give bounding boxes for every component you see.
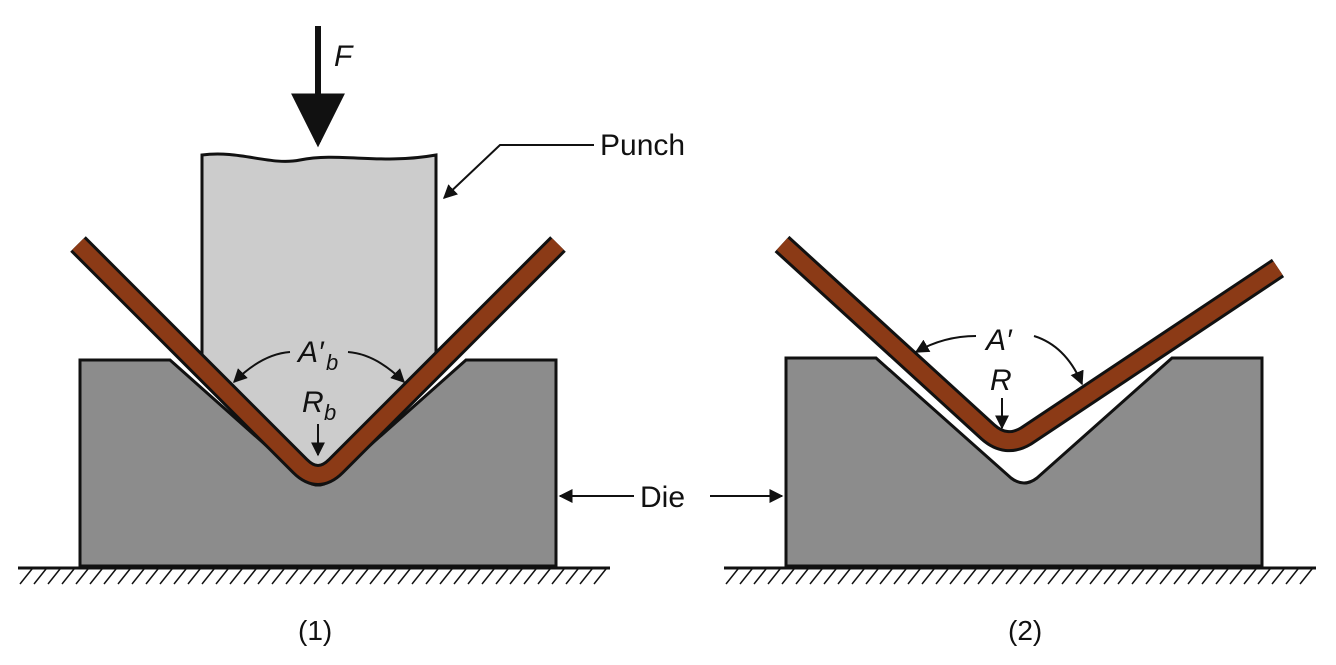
punch-leader bbox=[442, 144, 594, 199]
caption-right: (2) bbox=[1008, 615, 1042, 646]
die-label: Die bbox=[640, 481, 685, 514]
radius-subscript-loaded: b bbox=[324, 400, 336, 425]
punch-label: Punch bbox=[600, 129, 685, 162]
radius-label-loaded: R bbox=[302, 386, 324, 419]
figure-loaded: F Punch A′ b R b (1) bbox=[18, 26, 685, 646]
caption-left: (1) bbox=[298, 615, 332, 646]
radius-label-released: R bbox=[990, 364, 1012, 397]
angle-label-loaded: A′ bbox=[296, 336, 325, 369]
die-right bbox=[784, 356, 1264, 568]
angle-subscript-loaded: b bbox=[326, 350, 338, 375]
force-label: F bbox=[334, 40, 354, 73]
angle-arc-loaded bbox=[233, 351, 291, 383]
figure-released: A′ R (2) bbox=[724, 235, 1316, 646]
ground-left bbox=[18, 566, 610, 585]
die-callout: Die bbox=[558, 481, 784, 514]
ground-right bbox=[724, 566, 1316, 585]
angle-label-released: A′ bbox=[984, 324, 1013, 357]
angle-arc-released bbox=[914, 335, 977, 353]
